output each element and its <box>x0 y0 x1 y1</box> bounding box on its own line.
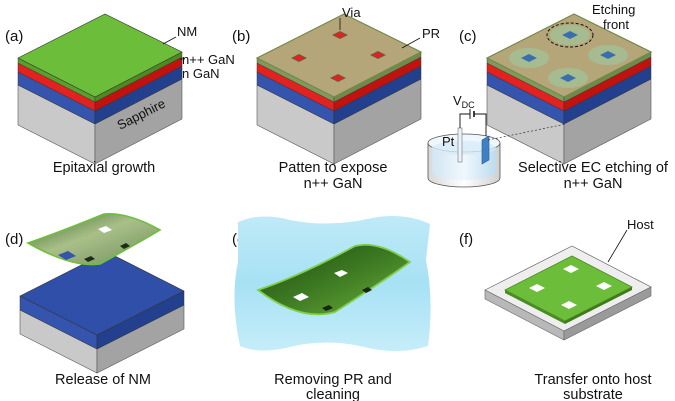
via-hole-bottom <box>293 55 305 61</box>
nm-pointer <box>162 36 177 45</box>
via-hole-bottom <box>332 75 344 81</box>
via-holes <box>291 31 386 82</box>
etching-tag-line1: Etching <box>592 2 635 17</box>
panel-c: (c) Etching front <box>427 2 669 192</box>
caption-d-line1: Release of NM <box>55 372 151 388</box>
etching-tag-line2: front <box>603 17 629 32</box>
pt-electrode <box>457 127 463 163</box>
panel-f-label: (f) <box>459 231 473 248</box>
caption-b-line2: n++ GaN <box>304 176 363 192</box>
caption-f-line2: substrate <box>563 387 623 401</box>
layer-stack-b <box>255 13 423 165</box>
membrane-via <box>334 270 348 277</box>
pt-tag: Pt <box>442 134 455 149</box>
caption-e-line2: cleaning <box>306 387 360 401</box>
n-gan-tag: n GaN <box>182 66 220 81</box>
layer-stack-a <box>17 13 183 165</box>
pr-pointer <box>401 37 421 49</box>
panel-e: (e) Removing PR and cleaning <box>232 216 431 401</box>
pr-top-surface <box>255 13 423 98</box>
etched-via <box>600 51 616 59</box>
nm-via <box>563 265 579 273</box>
etched-via <box>560 74 576 82</box>
etched-via <box>521 54 537 62</box>
pr-top-surface <box>485 13 653 98</box>
nm-via <box>529 284 545 292</box>
electrolyte <box>432 150 496 180</box>
membrane-via <box>293 293 309 301</box>
n-gan-top-surface <box>19 251 185 336</box>
panel-f: (f) Host Transfer onto host substrate <box>459 217 654 401</box>
membrane-sheet <box>26 213 162 266</box>
transferred-nm <box>504 255 633 324</box>
caption-a-line1: Epitaxial growth <box>53 160 155 176</box>
zoom-guide-line <box>487 123 567 141</box>
panel-c-label: (c) <box>459 28 477 45</box>
host-pointer <box>607 229 628 263</box>
host-right-face <box>563 286 652 341</box>
electrolyte-surface <box>432 141 496 155</box>
membrane-via <box>84 256 95 262</box>
caption-c-line2: n++ GaN <box>564 176 623 192</box>
caption-c-line1: Selective EC etching of <box>518 160 669 176</box>
electrochemical-cell <box>427 109 567 188</box>
via-hole-bottom <box>334 32 346 38</box>
via-hole-bottom <box>372 52 384 58</box>
etched-via <box>562 31 578 39</box>
nm-edge-left <box>505 290 565 324</box>
layer-stack-c <box>485 13 653 165</box>
membrane-via <box>120 243 130 249</box>
panel-a: (a) NM n++ GaN n GaN Sapphire Epitaxial … <box>5 13 235 176</box>
wire-right <box>474 113 487 136</box>
host-tag: Host <box>627 217 654 232</box>
npp-tag: n++ GaN <box>182 52 235 67</box>
membrane-e <box>256 243 412 316</box>
nm-via <box>561 301 577 309</box>
caption-b-line1: Patten to expose <box>279 160 388 176</box>
nm-tag: NM <box>177 24 197 39</box>
panel-a-label: (a) <box>5 28 23 45</box>
membrane-via <box>362 287 372 293</box>
via-tag: Via <box>342 5 361 20</box>
pr-tag: PR <box>422 26 440 41</box>
nm-top-surface <box>17 13 183 98</box>
membrane-via <box>322 305 333 311</box>
panel-b: (b) Via PR P <box>232 5 440 192</box>
panel-d: (d) Release of NM <box>5 213 185 388</box>
membrane-via <box>58 251 76 260</box>
caption-e-line1: Removing PR and <box>274 372 392 388</box>
nm-via <box>596 282 612 290</box>
remaining-substrate-d <box>19 251 185 374</box>
sample-electrode <box>481 135 490 165</box>
etch-regions <box>509 25 628 88</box>
etching-front-marker <box>546 22 594 48</box>
wire-left <box>459 113 470 128</box>
nm-edge-right <box>565 287 632 324</box>
vdc-tag: VDC <box>453 93 475 110</box>
panel-d-label: (d) <box>5 231 23 248</box>
panel-b-label: (b) <box>232 28 250 45</box>
caption-f-line1: Transfer onto host <box>534 372 651 388</box>
released-membrane-d <box>26 213 162 266</box>
membrane-via <box>98 226 112 233</box>
